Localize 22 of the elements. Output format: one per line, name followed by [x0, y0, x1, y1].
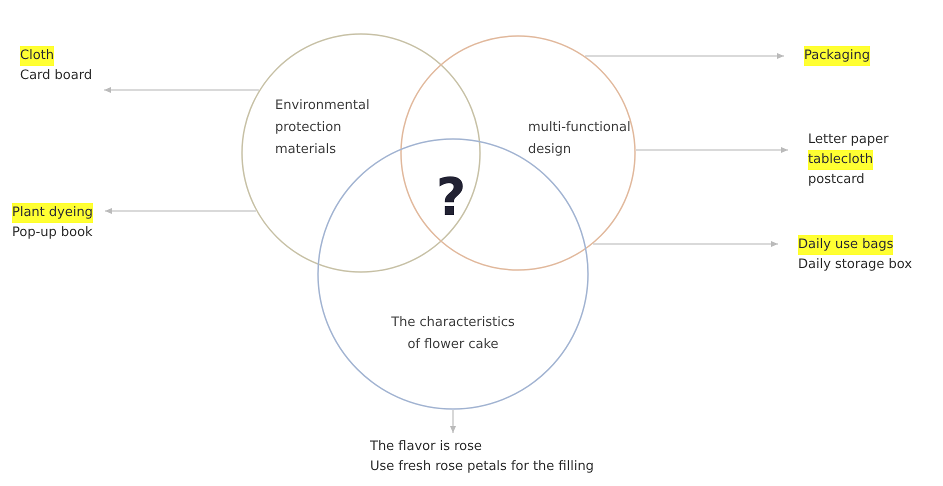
- arrow: [450, 410, 456, 433]
- arrow: [636, 147, 788, 153]
- arrow: [104, 87, 259, 93]
- circle-label: Environmental protection materials: [275, 97, 371, 159]
- highlighted-text: Packaging: [804, 46, 870, 66]
- question-mark: ?: [436, 168, 466, 228]
- item-text: Use fresh rose petals for the filling: [370, 459, 594, 474]
- circle-label: multi-functional design: [528, 119, 632, 159]
- highlighted-text: tablecloth: [808, 150, 873, 170]
- arrow: [104, 208, 256, 214]
- item-text: Pop-up book: [12, 225, 93, 240]
- item-text: Card board: [20, 68, 92, 83]
- circle-label: The characteristics of flower cake: [390, 314, 516, 354]
- arrow: [593, 241, 778, 247]
- arrow: [585, 53, 784, 59]
- highlighted-text: Plant dyeing: [12, 203, 93, 223]
- item-text: The flavor is rose: [370, 439, 482, 454]
- item-text: Daily storage box: [798, 257, 912, 272]
- item-text: postcard: [808, 172, 865, 187]
- highlighted-text: Daily use bags: [798, 235, 894, 255]
- highlighted-text: Cloth: [20, 46, 54, 66]
- item-text: Letter paper: [808, 132, 888, 147]
